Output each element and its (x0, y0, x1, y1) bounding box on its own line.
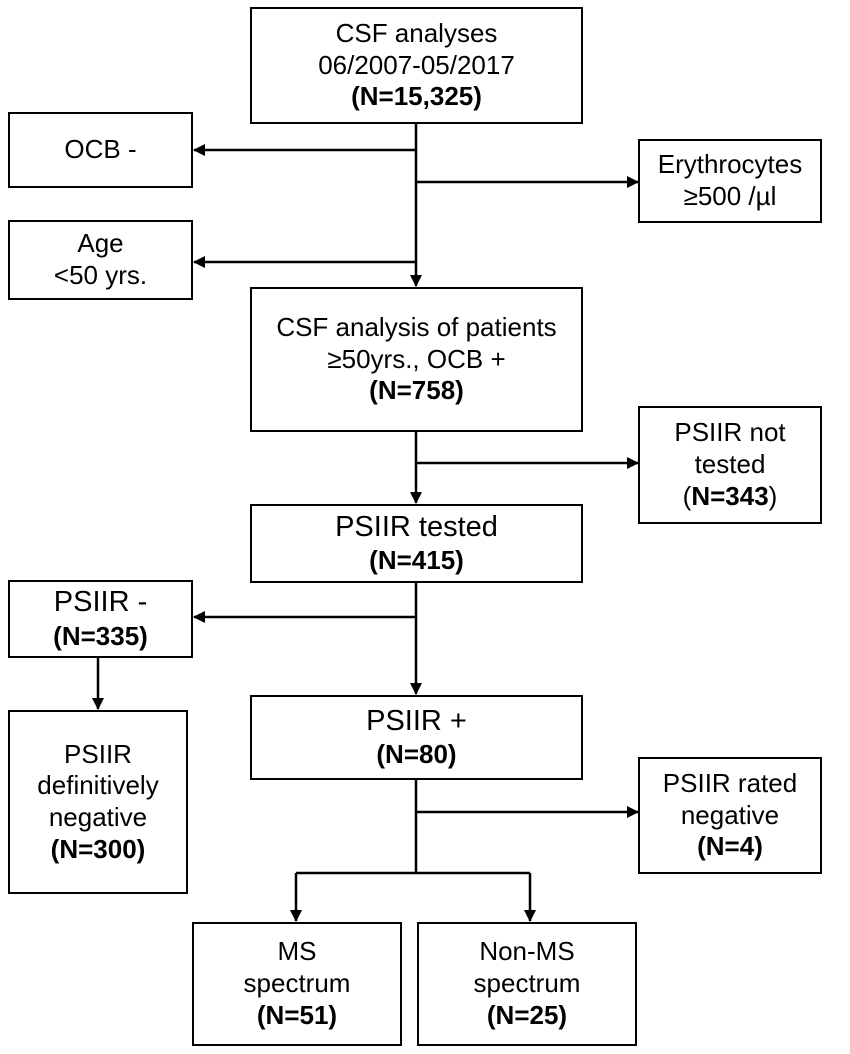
box-csf-analyses: CSF analyses 06/2007-05/2017 (N=15,325) (250, 7, 583, 124)
count: (N=300) (50, 833, 146, 864)
line: PSIIR tested (335, 510, 498, 543)
box-erythrocytes: Erythrocytes ≥500 /µl (638, 139, 822, 223)
box-psiir-definitively-negative: PSIIR definitively negative (N=300) (8, 710, 188, 894)
box-psiir-pos: PSIIR + (N=80) (250, 695, 583, 780)
box-age: Age <50 yrs. (8, 220, 193, 300)
count: (N=335) (53, 620, 148, 651)
box-ocb-neg: OCB - (8, 112, 193, 188)
paren-close: ) (768, 480, 778, 511)
line: CSF analyses (335, 17, 498, 48)
line: PSIIR rated (662, 767, 798, 798)
line: PSIIR - (53, 586, 148, 619)
count-value: N=343 (691, 480, 769, 511)
box-csf-over-50: CSF analysis of patients ≥50yrs., OCB + … (250, 287, 583, 432)
line: Non-MS (479, 936, 575, 967)
line: PSIIR not (674, 417, 786, 448)
box-psiir-tested: PSIIR tested (N=415) (250, 504, 583, 583)
line: tested (694, 449, 766, 480)
box-psiir-neg: PSIIR - (N=335) (8, 580, 193, 658)
count: (N=4) (697, 831, 763, 862)
count: (N=15,325) (351, 81, 482, 112)
line: 06/2007-05/2017 (318, 49, 515, 80)
count: (N=343) (683, 481, 778, 513)
count: (N=51) (256, 999, 338, 1030)
line: ≥500 /µl (683, 181, 777, 211)
line: <50 yrs. (53, 260, 148, 290)
line: negative (680, 799, 780, 830)
line: MS (277, 936, 317, 967)
line: PSIIR + (366, 704, 467, 737)
line: CSF analysis of patients (276, 311, 557, 342)
count: (N=80) (376, 739, 457, 770)
line: PSIIR (64, 738, 132, 769)
line: ≥50yrs., OCB + (327, 343, 506, 374)
line: spectrum (473, 968, 581, 999)
line: Age (77, 228, 124, 259)
line: negative (48, 802, 148, 832)
line: definitively (37, 770, 159, 801)
paren-open: ( (682, 480, 692, 511)
count: (N=415) (369, 545, 464, 576)
count: (N=758) (369, 375, 464, 406)
count: (N=25) (486, 999, 568, 1030)
line: OCB - (64, 134, 137, 165)
box-non-ms-spectrum: Non-MS spectrum (N=25) (417, 922, 637, 1046)
line: spectrum (243, 968, 351, 999)
line: Erythrocytes (657, 149, 803, 180)
box-psiir-rated-negative: PSIIR rated negative (N=4) (638, 757, 822, 874)
box-ms-spectrum: MS spectrum (N=51) (192, 922, 402, 1046)
box-psiir-not-tested: PSIIR not tested (N=343) (638, 406, 822, 524)
